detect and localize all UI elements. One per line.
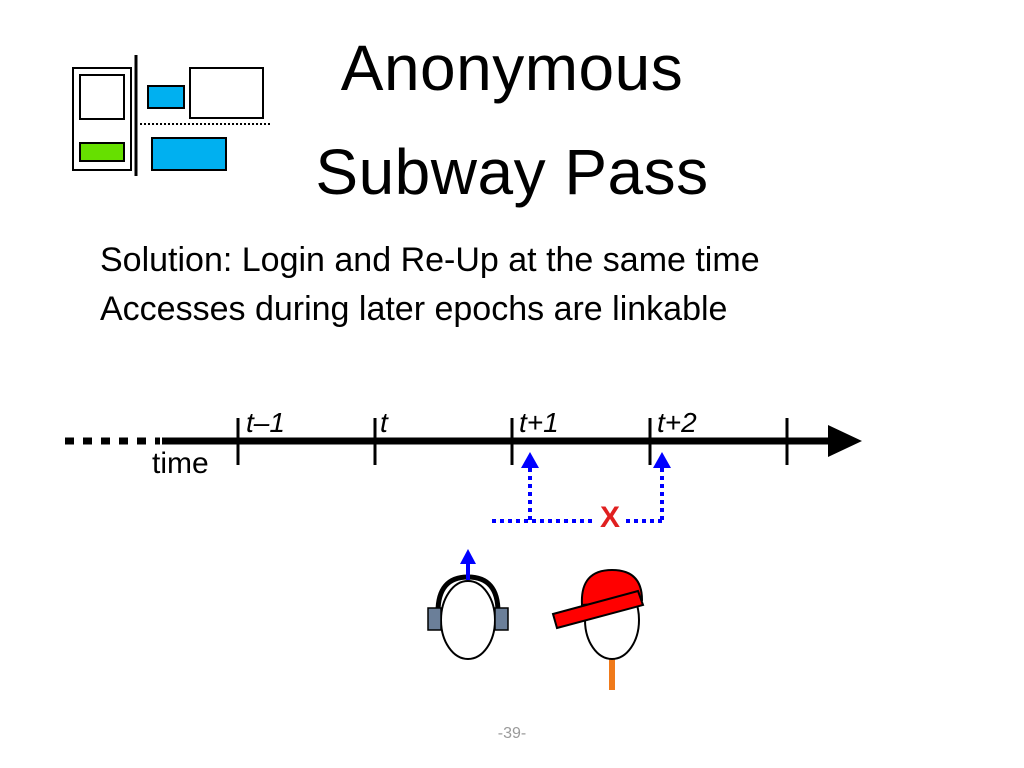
tick-label: t+2 (657, 407, 697, 438)
user-with-earmuffs-icon (427, 549, 509, 660)
access-links (492, 452, 671, 523)
subway-logo-icon (72, 55, 272, 176)
tick-label: t–1 (246, 407, 285, 438)
user-with-red-cap-icon (551, 568, 645, 690)
time-axis-label: time (152, 447, 209, 480)
page-number: -39- (497, 725, 527, 742)
bullet-text: Solution: Login and Re-Up at the same ti… (100, 241, 760, 279)
slide-title-line-1: Anonymous (340, 32, 684, 104)
tick-label: t+1 (519, 407, 559, 438)
slide-title-line-2: Subway Pass (315, 136, 709, 208)
timeline (65, 418, 862, 465)
timeline-arrowhead (828, 425, 862, 457)
up-arrow-icon (460, 549, 476, 564)
up-arrow-icon (521, 452, 539, 468)
tick-label: t (380, 407, 388, 438)
bullet-text: Accesses during later epochs are linkabl… (100, 290, 728, 328)
not-linkable-mark: X (600, 501, 621, 534)
up-arrow-icon (653, 452, 671, 468)
